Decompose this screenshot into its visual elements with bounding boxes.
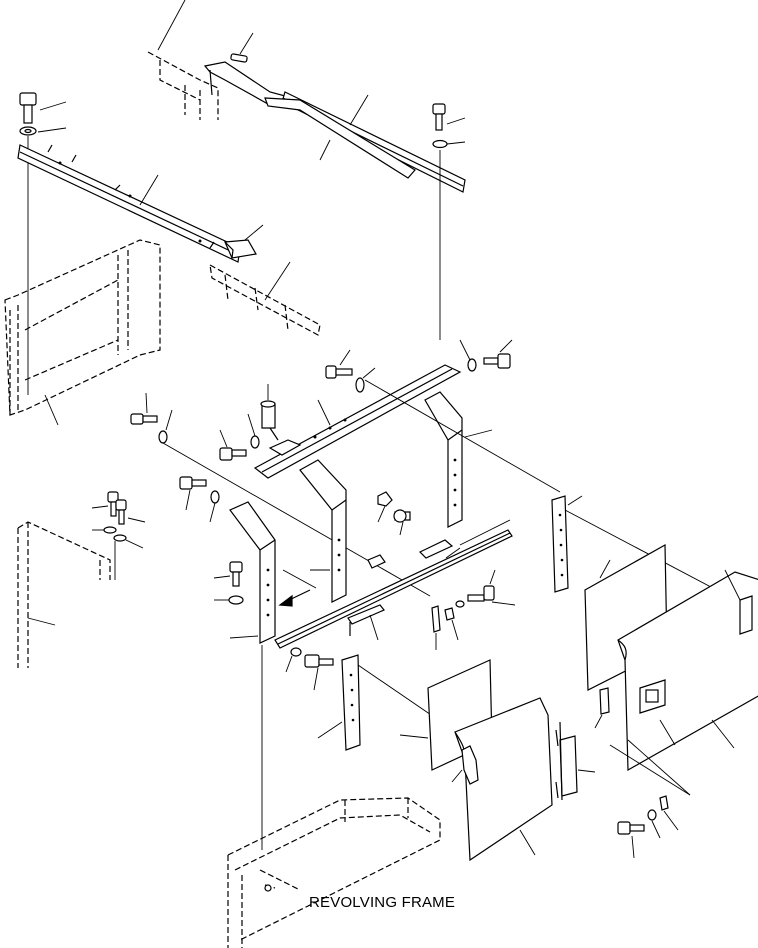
leader-line [489, 569, 496, 585]
leader-line [362, 367, 376, 379]
revolving-frame [227, 797, 441, 948]
leader-line [491, 601, 516, 606]
leader-line [399, 734, 429, 739]
leader-line [229, 635, 259, 639]
arrow-mark [278, 569, 317, 607]
bolt-bottom-right [617, 795, 669, 835]
cup-part [260, 400, 279, 441]
top-rail [264, 91, 466, 193]
leader-line [91, 505, 109, 509]
leader-line [459, 519, 511, 546]
center-line [364, 379, 561, 493]
pin-part [230, 53, 248, 63]
bolt-pair-left [103, 491, 127, 542]
hook-plate [347, 604, 385, 636]
cross-beam [253, 364, 462, 479]
leader-line [145, 392, 148, 414]
leader-line [213, 575, 231, 579]
leader-line [209, 502, 216, 523]
leader-line [157, 0, 186, 51]
leader-line [594, 714, 603, 729]
right-post [424, 391, 463, 528]
strip-right [551, 495, 569, 593]
bolt-right-front [467, 585, 495, 602]
leader-line [464, 429, 493, 438]
leader-line [459, 339, 471, 361]
dashed-bracket-top [147, 51, 219, 120]
leader-line [499, 339, 513, 353]
leader-line [39, 101, 67, 111]
leader-line [599, 559, 611, 579]
leader-line [319, 139, 331, 161]
leader-line [369, 614, 379, 641]
leader-line [663, 810, 679, 831]
leader-line [239, 32, 254, 55]
leader-line [659, 719, 676, 746]
leader-line [567, 495, 583, 506]
leader-line [446, 141, 466, 145]
bolt-top-left [19, 92, 37, 136]
leader-line [451, 619, 459, 641]
clip-part [431, 600, 465, 633]
bolt-lower-left [290, 647, 334, 668]
leader-line [185, 489, 191, 511]
lower-door [454, 697, 553, 862]
left-post [229, 501, 276, 644]
center-line [609, 744, 691, 796]
leader-line [127, 517, 146, 523]
leader-line [44, 394, 59, 426]
bolt-front-left [179, 476, 220, 504]
revolving-frame-label: REVOLVING FRAME [309, 894, 456, 911]
leader-line [577, 769, 596, 773]
leader-line [313, 667, 319, 691]
bolt-left-2 [219, 435, 260, 461]
leader-line [165, 409, 173, 431]
leader-line [37, 127, 67, 133]
strip-center [341, 654, 361, 751]
bolt-left-1 [130, 413, 168, 444]
leader-line [219, 429, 228, 448]
phantom-frame-lower [17, 521, 111, 668]
leader-line [339, 349, 351, 366]
nut-mid [377, 491, 411, 523]
phantom-frame-upper [4, 239, 321, 416]
leader-line [711, 719, 735, 749]
leader-line [247, 413, 256, 437]
leader-line [125, 539, 144, 549]
middle-post [299, 459, 347, 603]
leader-line [377, 505, 386, 523]
side-door-right [617, 571, 758, 772]
leader-line [317, 721, 343, 739]
leader-line [451, 769, 463, 783]
leader-line [519, 829, 536, 856]
leader-line [27, 617, 56, 626]
leader-line [651, 820, 661, 839]
center-line [627, 739, 691, 796]
leader-line [349, 94, 369, 126]
bolt-mid-2 [467, 353, 511, 372]
center-line [162, 442, 431, 597]
leader-line [631, 835, 635, 859]
spacer-block [224, 239, 257, 259]
leader-line [139, 174, 159, 206]
leader-line [244, 224, 264, 241]
leader-line [399, 521, 404, 536]
latch-clip [599, 687, 610, 715]
bolt-post-left [228, 561, 244, 605]
leader-line [445, 547, 461, 559]
seal-strips [555, 721, 578, 801]
leader-line [317, 399, 331, 426]
bolt-top-right [432, 103, 448, 149]
bolt-mid-1 [325, 365, 365, 393]
leader-line [724, 569, 741, 601]
angle-rail [274, 529, 513, 649]
leader-line [264, 261, 291, 301]
leader-line [285, 655, 293, 673]
front-rail [17, 144, 241, 263]
leader-line [446, 117, 466, 125]
